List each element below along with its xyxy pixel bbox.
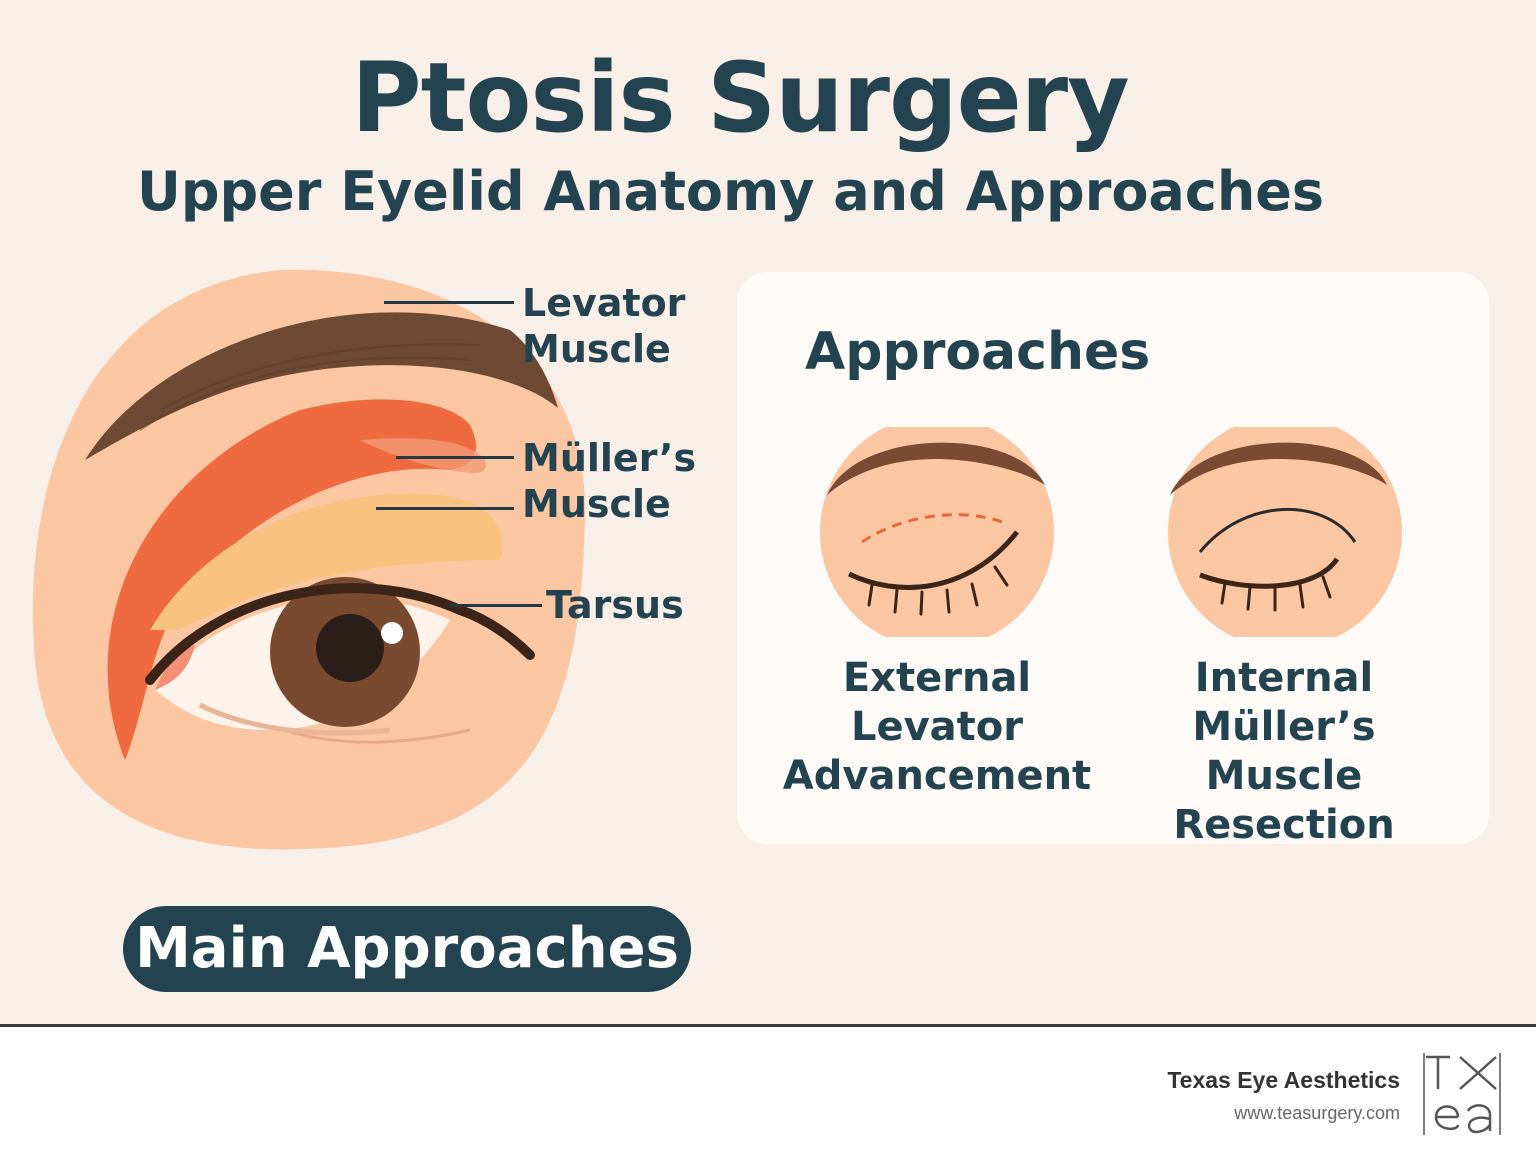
brow-texture xyxy=(139,343,481,431)
page-title: Ptosis Surgery xyxy=(351,42,1129,154)
internal-lid-crease xyxy=(1198,507,1357,553)
main-approaches-button[interactable]: Main Approaches xyxy=(123,906,691,992)
external-closed-eyelid xyxy=(847,530,1019,590)
external-eyebrow xyxy=(827,442,1045,495)
tarsus-leader-line xyxy=(376,507,514,510)
pupil xyxy=(316,614,384,682)
brand-name: Texas Eye Aesthetics xyxy=(1167,1067,1400,1093)
website-link[interactable]: www.teasurgery.com xyxy=(1234,1103,1400,1123)
tea-logo-icon xyxy=(1423,1053,1501,1135)
footer: Texas Eye Aesthetics www.teasurgery.com xyxy=(0,1024,1536,1154)
page-subtitle: Upper Eyelid Anatomy and Approaches xyxy=(137,160,1325,223)
internal-closed-eyelid xyxy=(1199,557,1340,589)
levator-muscle-label: Levator Muscle xyxy=(522,281,686,371)
approaches-heading: Approaches xyxy=(805,322,1151,382)
eyebrow-shape xyxy=(85,312,558,460)
internal-approach-illustration xyxy=(1168,427,1402,637)
incision-dashed-line xyxy=(861,513,1003,544)
approaches-card: Approaches External Levator Advancement … xyxy=(737,272,1489,848)
muller-leader-line xyxy=(396,456,514,459)
levator-leader-line xyxy=(384,301,514,304)
muller-muscle-label: Müller’s Muscle xyxy=(522,436,697,526)
tarsus-lid-leader-line xyxy=(450,604,542,607)
eyelid-anatomy-illustration xyxy=(32,269,586,850)
external-approach-illustration xyxy=(820,427,1054,637)
pupil-highlight xyxy=(381,622,403,644)
upper-lid-line xyxy=(145,583,535,685)
external-lashes xyxy=(867,565,1009,616)
tarsus-label: Tarsus xyxy=(546,583,684,627)
internal-eyebrow xyxy=(1170,442,1387,495)
lower-lid-line xyxy=(198,702,391,736)
external-levator-advancement-label: External Levator Advancement xyxy=(782,655,1092,799)
muller-muscle-shape xyxy=(360,438,486,473)
internal-muller-resection-label: Internal Müller’s Muscle Resection xyxy=(1173,655,1395,848)
levator-muscle-shape xyxy=(107,399,476,760)
inner-corner xyxy=(155,645,195,690)
tarsus-shape xyxy=(150,493,503,630)
internal-lashes xyxy=(1220,575,1332,612)
